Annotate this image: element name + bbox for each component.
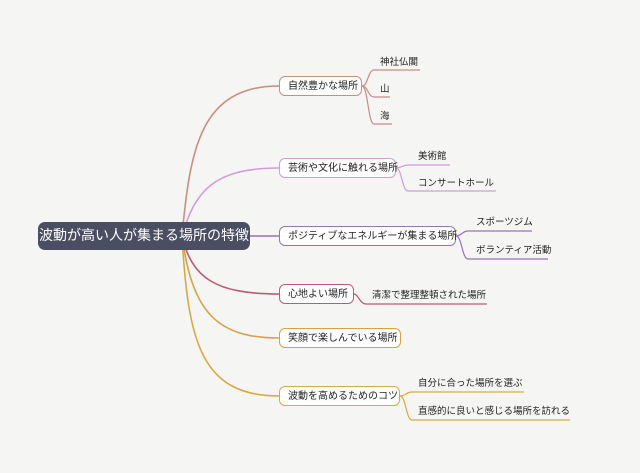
leaf-shrines-temples[interactable]: 神社仏閣 <box>380 57 419 68</box>
branch-smiling[interactable]: 笑顔で楽しんでいる場所 <box>279 328 401 348</box>
leaf-gym[interactable]: スポーツジム <box>476 217 533 228</box>
leaf-intuitive-place[interactable]: 直感的に良いと感じる場所を訪れる <box>418 406 571 417</box>
branch-tips[interactable]: 波動を高めるためのコツ <box>279 386 400 406</box>
connectors-branch-4 <box>353 293 487 305</box>
connectors-branch-6 <box>399 391 570 421</box>
connector-root-branch-5 <box>181 235 280 339</box>
connectors-branch-1 <box>361 69 420 125</box>
leaf-volunteer[interactable]: ボランティア活動 <box>476 245 552 256</box>
branch-comfortable[interactable]: 心地よい場所 <box>279 284 354 304</box>
branch-positive-energy[interactable]: ポジティブなエネルギーが集まる場所 <box>279 226 457 246</box>
connectors-branch-3 <box>455 230 548 260</box>
leaf-sea[interactable]: 海 <box>380 111 390 122</box>
leaf-art-museum[interactable]: 美術館 <box>418 151 447 162</box>
leaf-mountain[interactable]: 山 <box>380 84 390 95</box>
connector-root-branch-6 <box>181 235 280 397</box>
branch-art-culture[interactable]: 芸術や文化に触れる場所 <box>279 158 398 178</box>
leaf-choose-place[interactable]: 自分に合った場所を選ぶ <box>418 378 523 389</box>
branch-nature[interactable]: 自然豊かな場所 <box>279 76 362 96</box>
root-topic[interactable]: 波動が高い人が集まる場所の特徴 <box>38 222 250 250</box>
connector-root-branch-2 <box>181 167 280 237</box>
connector-root-branch-1 <box>181 85 280 237</box>
connectors-branch-2 <box>395 164 496 192</box>
leaf-clean-tidy[interactable]: 清潔で整理整頓された場所 <box>372 290 487 301</box>
leaf-concert-hall[interactable]: コンサートホール <box>418 178 495 189</box>
